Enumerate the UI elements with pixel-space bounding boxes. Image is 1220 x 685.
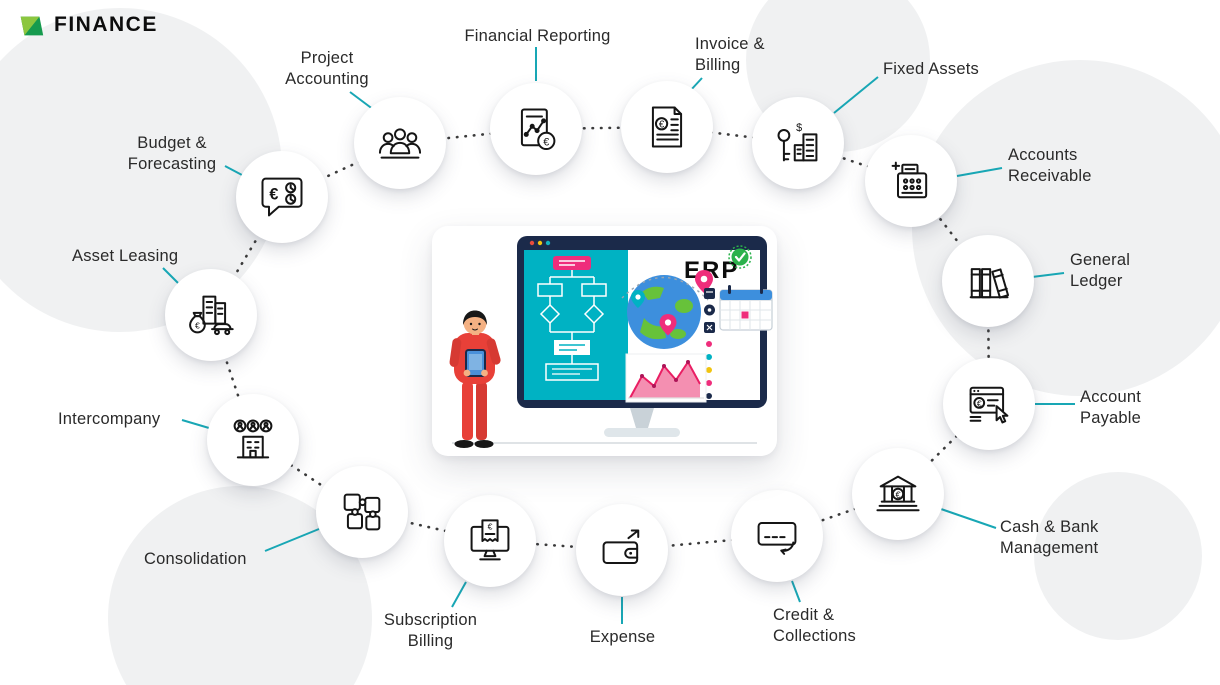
- dollar-glyph: $: [796, 122, 802, 134]
- euro-glyph: €: [895, 490, 900, 500]
- window-dot-teal: [545, 240, 551, 246]
- leader-cash-bank: [940, 508, 997, 529]
- label-asset-leasing: Asset Leasing: [72, 247, 179, 265]
- dotted-ring: [209, 125, 991, 552]
- intercompany-icon: [227, 414, 279, 466]
- node-account-payable: €: [943, 358, 1035, 450]
- blob-top-left: [0, 8, 282, 332]
- leader-intercompany: [181, 419, 210, 429]
- blob-bottom-left: [108, 486, 372, 685]
- finance-logo-icon: [20, 16, 44, 36]
- leader-consolidation: [264, 528, 320, 552]
- node-consolidation: [316, 466, 408, 558]
- node-intercompany: [207, 394, 299, 486]
- node-invoice-billing: €: [621, 81, 713, 173]
- brand-logo: FINANCE: [16, 10, 158, 40]
- label-cash-bank-management: Cash & Bank Management: [1000, 518, 1099, 558]
- euro-glyph: €: [195, 321, 200, 331]
- financial-reporting-icon: €: [510, 103, 562, 155]
- calendar-icon: [719, 285, 773, 331]
- person-illustration: [449, 310, 501, 448]
- brand-name: FINANCE: [54, 13, 158, 36]
- label-expense: Expense: [589, 628, 656, 646]
- label-credit-collections: Credit & Collections: [773, 606, 856, 646]
- leader-subscription-billing: [451, 581, 467, 608]
- euro-glyph: €: [977, 399, 982, 409]
- label-fixed-assets: Fixed Assets: [883, 60, 979, 78]
- map-pin-pink-center: [659, 314, 677, 336]
- leader-lines: [162, 47, 1075, 624]
- label-subscription-billing: Subscription Billing: [383, 611, 478, 651]
- mini-calendar-icon: [704, 288, 715, 299]
- leader-fixed-assets: [833, 76, 879, 114]
- cash-bank-management-icon: €: [872, 468, 924, 520]
- node-accounts-receivable: [865, 135, 957, 227]
- consolidation-icon: [336, 486, 388, 538]
- node-project-accounting: [354, 97, 446, 189]
- leader-general-ledger: [1031, 272, 1065, 278]
- node-expense: [576, 504, 668, 596]
- label-accounts-receivable: Accounts Receivable: [1008, 146, 1092, 186]
- euro-glyph: €: [543, 136, 549, 148]
- blob-bottom-right: [1034, 472, 1202, 640]
- subscription-billing-icon: €: [464, 515, 516, 567]
- fixed-assets-icon: $: [772, 122, 824, 169]
- label-financial-reporting: Financial Reporting: [464, 27, 611, 45]
- account-payable-icon: €: [963, 378, 1015, 430]
- monitor-stand: [604, 408, 680, 437]
- invoice-billing-icon: €: [641, 101, 693, 153]
- check-icon: [728, 245, 752, 269]
- erp-illustration: ERP: [449, 236, 773, 448]
- node-credit-collections: [731, 490, 823, 582]
- leader-asset-leasing: [162, 267, 179, 284]
- credit-collections-icon: [751, 510, 803, 562]
- erp-illustration-card: ERP: [432, 226, 777, 456]
- label-budget-forecasting: Budget & Forecasting: [127, 134, 217, 174]
- globe-graphic: [621, 270, 713, 349]
- label-account-payable: Account Payable: [1080, 388, 1142, 428]
- budget-forecasting-icon: €: [256, 171, 308, 223]
- node-financial-reporting: €: [490, 83, 582, 175]
- status-dots: [706, 341, 712, 399]
- window-dot-yellow: [537, 240, 543, 246]
- asset-leasing-icon: €: [185, 289, 237, 341]
- area-chart-graphic: [625, 353, 707, 403]
- label-general-ledger: General Ledger: [1070, 251, 1131, 291]
- label-invoice-billing: Invoice & Billing: [695, 35, 765, 75]
- leader-budget-forecasting: [224, 165, 243, 176]
- flowchart-panel: [524, 250, 628, 400]
- accounts-receivable-icon: [885, 155, 937, 207]
- euro-glyph: €: [488, 522, 493, 532]
- euro-glyph: €: [659, 120, 665, 131]
- node-fixed-assets: $: [752, 97, 844, 189]
- node-asset-leasing: €: [165, 269, 257, 361]
- mini-icon-strip: [704, 288, 715, 333]
- label-consolidation: Consolidation: [144, 550, 247, 568]
- node-subscription-billing: €: [444, 495, 536, 587]
- window-dot-red: [529, 240, 535, 246]
- leader-accounts-receivable: [956, 167, 1003, 177]
- map-pin-teal: [631, 290, 645, 308]
- node-cash-bank-management: €: [852, 448, 944, 540]
- project-accounting-icon: [374, 117, 426, 169]
- euro-glyph: €: [269, 186, 278, 204]
- map-pin-pink-top: [695, 270, 713, 293]
- label-intercompany: Intercompany: [58, 410, 161, 428]
- label-project-accounting: Project Accounting: [285, 49, 369, 89]
- leader-credit-collections: [791, 580, 801, 603]
- node-budget-forecasting: €: [236, 151, 328, 243]
- expense-icon: [596, 524, 648, 576]
- tablet: [465, 349, 486, 377]
- node-general-ledger: [942, 235, 1034, 327]
- general-ledger-icon: [962, 255, 1014, 307]
